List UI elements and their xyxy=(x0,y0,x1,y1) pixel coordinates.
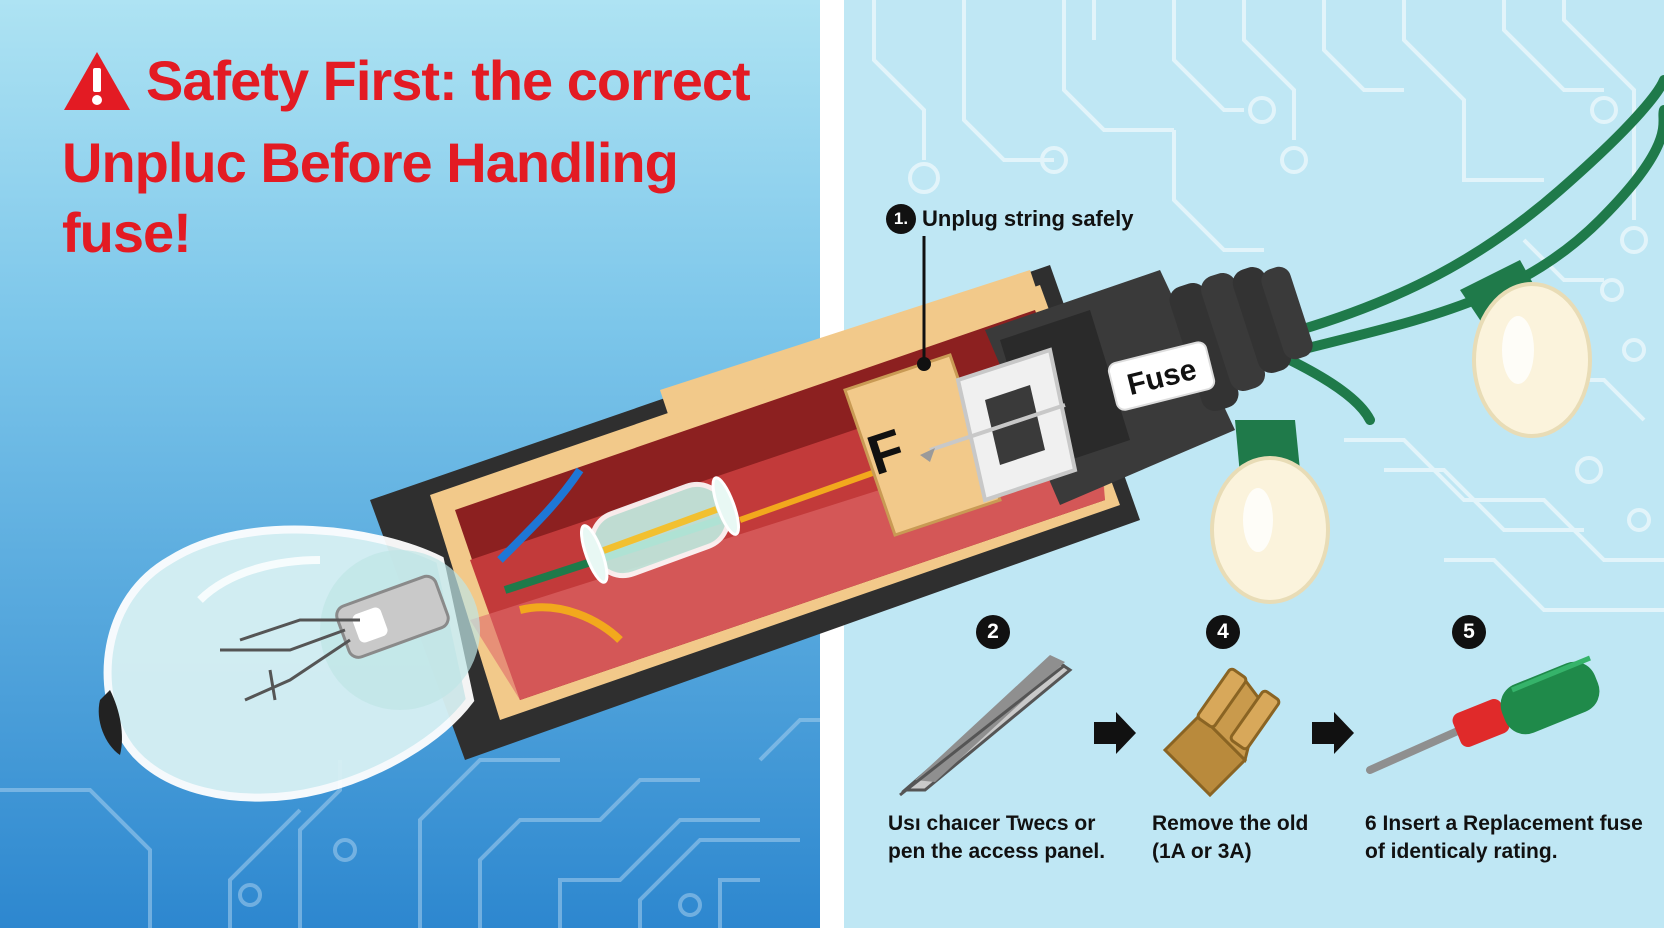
headline-line-1: Safety First: the correct xyxy=(146,49,751,112)
plug-icon: Fuse xyxy=(920,266,1313,505)
glass-fuse-icon xyxy=(580,476,740,584)
circuit-pattern-left xyxy=(0,718,820,928)
step-1: 1. Unplug string safely xyxy=(886,202,1133,236)
arrow-right-icon xyxy=(1094,712,1136,754)
step-2-line-2: pen the access panel. xyxy=(888,840,1106,863)
step-1-label: Unplug string safely xyxy=(922,206,1134,231)
step-4-line-1: Remove the old xyxy=(1152,812,1309,835)
headline-line-2: Unpluc Before Handling xyxy=(62,131,679,194)
step-2-line-1: Usı chaıcer Twecs or xyxy=(888,812,1096,835)
step-2-badge: 2 xyxy=(976,615,1010,649)
light-bulb-icon xyxy=(98,525,480,802)
safety-headline: Safety First: the correct Unpluc Before … xyxy=(62,46,802,268)
screwdriver-icon xyxy=(1366,655,1600,774)
christmas-bulb-icon xyxy=(1210,420,1330,604)
christmas-bulb-icon xyxy=(1460,260,1592,438)
callout-line xyxy=(917,236,931,371)
step-4-badge: 4 xyxy=(1206,615,1240,649)
step-5-line-2: of identicaly rating. xyxy=(1365,840,1558,863)
circuit-pattern-right xyxy=(872,0,1664,612)
headline-line-3: fuse! xyxy=(62,201,192,264)
step-2-caption: Usı chaıcer Twecs or pen the access pane… xyxy=(888,810,1118,866)
step-4-caption: Remove the old (1A or 3A) xyxy=(1152,810,1352,866)
fuse-blade-icon xyxy=(1162,667,1281,798)
tweezers-icon xyxy=(899,655,1073,797)
light-string-wire xyxy=(1285,75,1664,425)
step-4-line-2: (1A or 3A) xyxy=(1152,840,1252,863)
step-5-caption: 6 Insert a Replacement fuse of identical… xyxy=(1365,810,1655,866)
warning-icon xyxy=(62,50,132,128)
step-5-line-1: 6 Insert a Replacement fuse xyxy=(1365,812,1643,835)
step-5-badge: 5 xyxy=(1452,615,1486,649)
step-1-badge: 1. xyxy=(886,204,916,234)
arrow-right-icon xyxy=(1312,712,1354,754)
